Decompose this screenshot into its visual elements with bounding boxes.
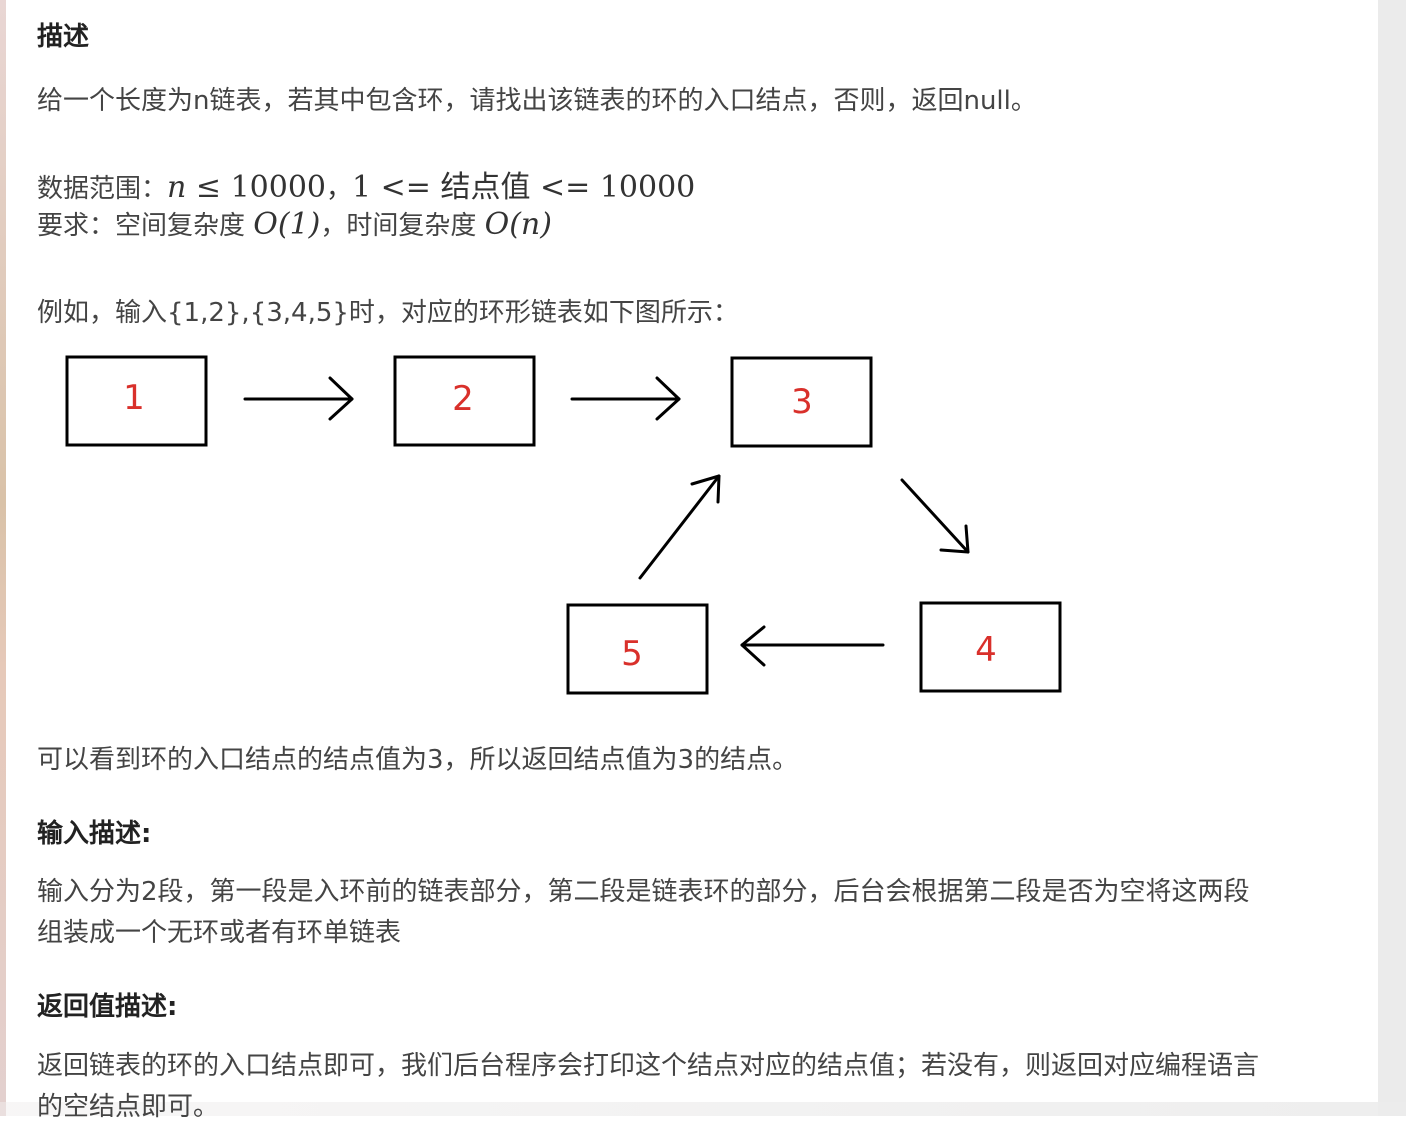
space-complexity: O(1) xyxy=(253,207,320,242)
math-le: ≤ xyxy=(186,170,231,205)
node-label-4: 4 xyxy=(975,630,997,670)
node-box-4 xyxy=(919,601,1062,693)
node-box-5 xyxy=(566,603,709,695)
node-box-1 xyxy=(65,355,208,447)
arrow-5-to-3 xyxy=(638,474,721,580)
input-desc-heading: 输入描述: xyxy=(37,819,152,849)
arrow-1-to-2 xyxy=(243,376,354,421)
input-desc-line1: 输入分为2段，第一段是入环前的链表部分，第二段是链表环的部分，后台会根据第二段是… xyxy=(37,877,1250,907)
math-n: n xyxy=(167,170,187,205)
requirement-mid: ，时间复杂度 xyxy=(320,211,485,241)
example-text: 例如，输入{1,2},{3,4,5}时，对应的环形链表如下图所示： xyxy=(37,298,739,328)
window-left-edge xyxy=(0,0,6,1116)
requirement-label: 要求：空间复杂度 xyxy=(37,211,254,241)
math-max1: 10000 xyxy=(230,170,326,205)
node-label-2: 2 xyxy=(452,379,474,419)
bottom-edge xyxy=(0,1102,1406,1116)
math-lte2: <= xyxy=(530,170,600,205)
data-range-line: 数据范围：n ≤ 10000，1 <= 结点值 <= 10000 xyxy=(37,162,695,206)
math-one: 1 xyxy=(352,170,372,205)
return-desc-line1: 返回链表的环的入口结点即可，我们后台程序会打印这个结点对应的结点值；若没有，则返… xyxy=(37,1051,1260,1081)
time-complexity: O(n) xyxy=(485,207,552,242)
data-range-label: 数据范围： xyxy=(37,174,168,204)
return-desc-heading: 返回值描述: xyxy=(37,992,178,1022)
result-text: 可以看到环的入口结点的结点值为3，所以返回结点值为3的结点。 xyxy=(37,745,799,775)
time-complexity-value: O(n) xyxy=(484,207,552,242)
node-label-5: 5 xyxy=(621,634,643,674)
scrollbar-track[interactable] xyxy=(1378,0,1406,1116)
node-box-3 xyxy=(730,356,873,448)
math-lte1: <= xyxy=(371,170,441,205)
arrow-4-to-5 xyxy=(740,625,885,667)
arrow-2-to-3 xyxy=(570,376,681,421)
arrow-3-to-4 xyxy=(900,478,970,554)
description-intro: 给一个长度为n链表，若其中包含环，请找出该链表的环的入口结点，否则，返回null… xyxy=(37,86,1037,116)
space-complexity-value: O(1) xyxy=(253,207,321,242)
description-heading: 描述 xyxy=(37,22,90,52)
data-range-formula: n ≤ 10000，1 <= 结点值 <= 10000 xyxy=(167,170,695,205)
requirement-line: 要求：空间复杂度 O(1)，时间复杂度 O(n) xyxy=(37,205,552,242)
math-sep: ， xyxy=(326,174,353,204)
input-desc-line2: 组装成一个无环或者有环单链表 xyxy=(37,918,402,948)
node-label-3: 3 xyxy=(791,382,813,422)
math-max2: 10000 xyxy=(599,170,696,205)
math-node-value: 结点值 xyxy=(440,170,531,205)
node-label-1: 1 xyxy=(123,378,145,418)
node-box-2 xyxy=(393,355,536,447)
